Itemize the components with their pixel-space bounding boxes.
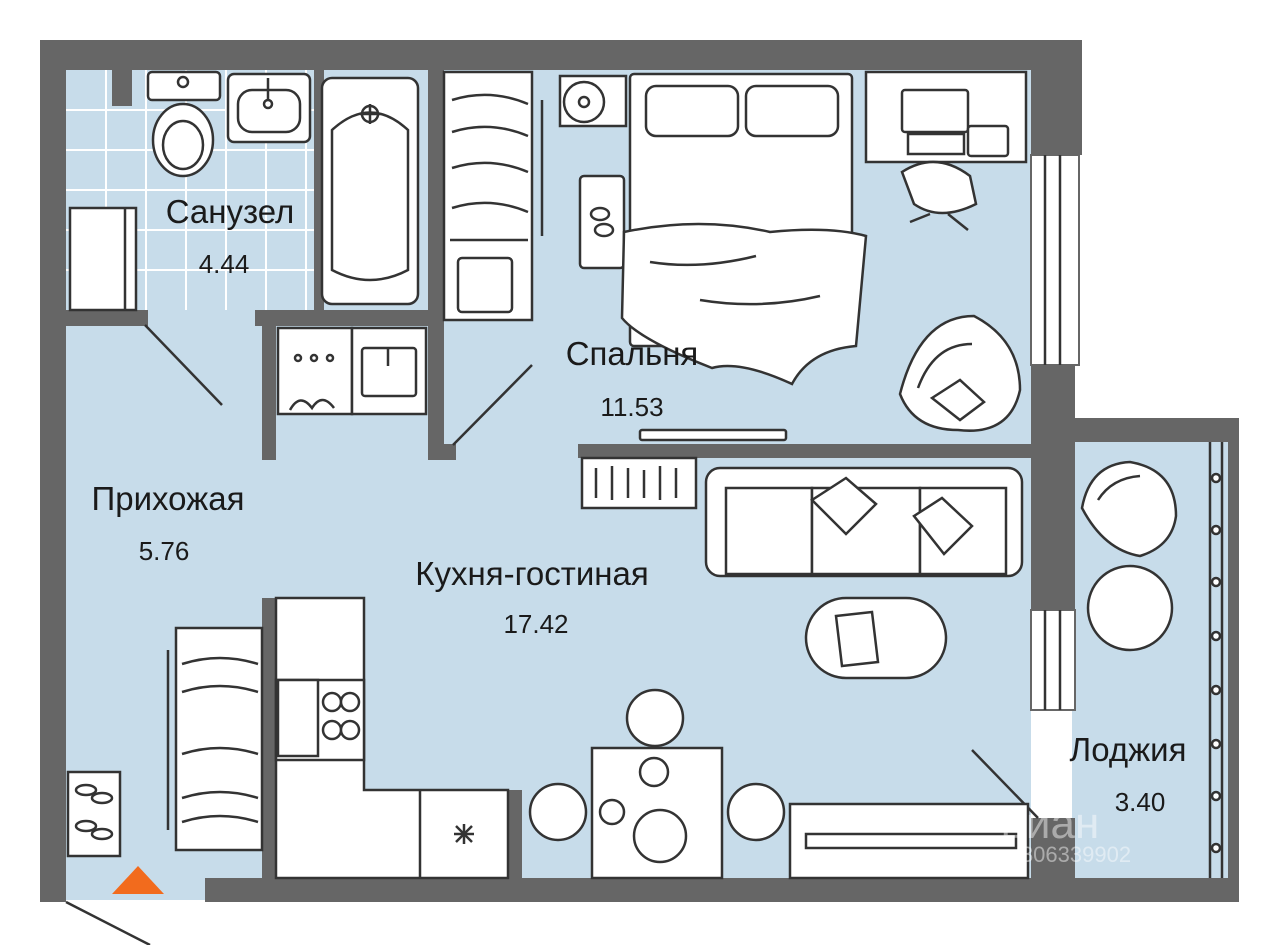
- loggia-railing: [1208, 442, 1224, 878]
- loggia-chair-icon: [1080, 460, 1178, 558]
- fan-icon: [558, 74, 628, 128]
- room-area-bedroom: 11.53: [600, 392, 663, 422]
- room-label-bedroom: Спальня: [566, 335, 699, 372]
- room-area-loggia: 3.40: [1115, 787, 1166, 817]
- stove-icon: [274, 678, 366, 762]
- office-chair-icon: [900, 160, 978, 231]
- walls: [40, 40, 1239, 902]
- room-label-bathroom: Санузел: [166, 193, 295, 230]
- room-label-loggia: Лоджия: [1070, 731, 1187, 768]
- tv-icon: [638, 428, 788, 442]
- coffee-table-icon: [804, 596, 948, 680]
- watermark-id: 306339902: [1021, 842, 1131, 867]
- sink-icon: [226, 72, 312, 144]
- room-label-hallway: Прихожая: [92, 480, 245, 517]
- hallway-wardrobe: [166, 626, 264, 852]
- fridge-icon: [454, 824, 474, 844]
- loggia-table-icon: [1086, 564, 1174, 652]
- shoe-rack-icon: [66, 770, 122, 858]
- entrance-marker-icon: [112, 866, 164, 894]
- watermark-brand: циан: [1001, 799, 1100, 848]
- tv-stand-icon: [788, 802, 1030, 880]
- bedroom-wardrobe: [442, 70, 544, 322]
- nightstand-icon: [578, 174, 626, 270]
- bed-icon: [620, 72, 868, 386]
- room-label-kitchen: Кухня-гостиная: [415, 555, 648, 592]
- washing-machine-icon: [68, 206, 138, 312]
- desk-icon: [864, 70, 1028, 164]
- sofa-icon: [704, 466, 1024, 578]
- armchair-icon: [898, 314, 1022, 432]
- toilet-icon: [146, 70, 222, 178]
- dishwasher-icon: [276, 326, 354, 416]
- windows: [1030, 154, 1080, 711]
- dining-table-icon: [528, 688, 786, 880]
- room-area-bathroom: 4.44: [199, 249, 250, 279]
- room-area-hallway: 5.76: [139, 536, 190, 566]
- bookshelf-icon: [580, 456, 698, 510]
- room-area-kitchen: 17.42: [503, 609, 568, 639]
- bathtub-icon: [320, 76, 420, 306]
- kitchen-counter: [274, 596, 510, 880]
- utility-sink-icon: [350, 326, 428, 416]
